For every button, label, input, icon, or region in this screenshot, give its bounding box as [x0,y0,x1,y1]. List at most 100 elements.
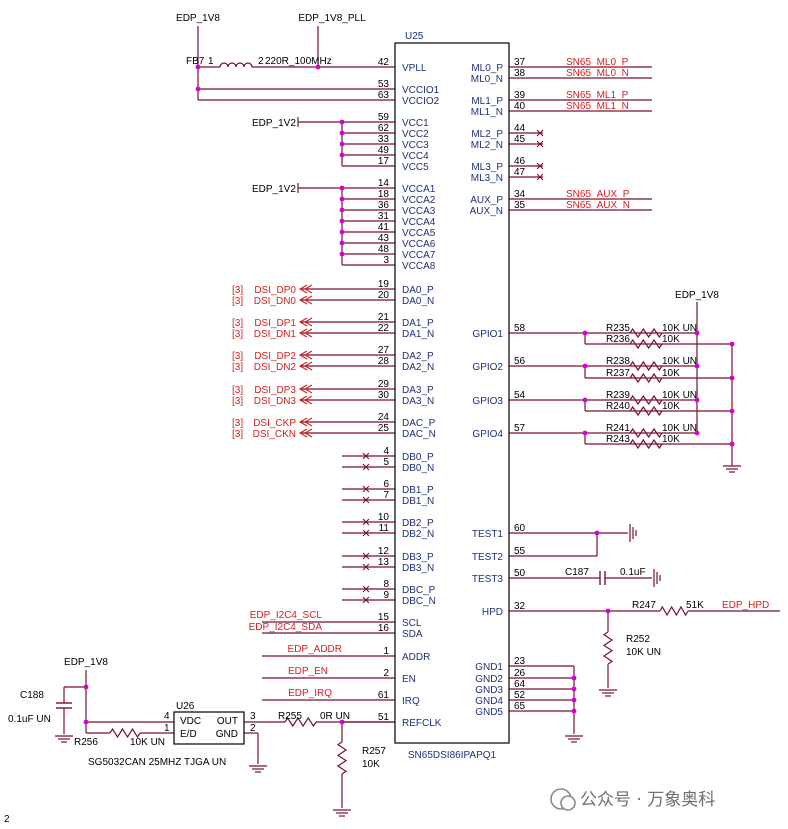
pin-number: 38 [514,68,526,79]
net-label-irq: EDP_IRQ [288,688,332,699]
junction-dot [571,708,577,714]
u26-part-number: SG5032CAN 25MHZ TJGA UN [88,757,226,768]
u26-pin-number: 2 [250,723,256,734]
net-label-addr: EDP_ADDR [288,644,342,655]
pin-name: DA1_P [402,318,434,329]
fb7-value: 220R_100MHz [265,56,332,67]
pin-number: 5 [383,457,389,468]
pin-number: 7 [383,490,389,501]
pin-name: DB1_P [402,485,434,496]
pin-number: 26 [514,668,526,679]
net-label-aux: SN65_AUX_P [566,189,630,200]
net-label-en: EDP_EN [288,666,328,677]
pin-name: DBC_N [402,596,436,607]
pin-number: 20 [378,290,390,301]
pin-name: DA2_N [402,362,434,373]
pin-name: ML1_N [471,107,503,118]
resistor-r252 [602,631,614,665]
pin-number: 18 [378,189,390,200]
pin-name: DAC_P [402,418,436,429]
fb7-pin2: 2 [258,56,264,67]
pin-name: DB0_P [402,452,434,463]
pin-name: DB3_P [402,552,434,563]
pin-number: 44 [514,123,526,134]
junction-dot [694,330,700,336]
u26-pin-ed: E/D [180,729,197,740]
resistor-r255 [284,716,317,728]
resistor-value: 10K [662,334,680,345]
net-label-dsi: DSI_DP1 [254,318,296,329]
resistor-pulldown [629,405,663,417]
no-connect-mark [362,452,370,460]
pin-name: GND3 [475,685,503,696]
r256-ref: R256 [74,737,98,748]
wires [55,26,780,817]
pin-number: 62 [378,123,390,134]
offpage-connector [298,317,313,327]
net-sheet-ref: [3] [232,396,243,407]
net-label-edp-1v2: EDP_1V2 [252,118,296,129]
junction-dot [83,684,89,690]
pin-number: 56 [514,356,526,367]
net-label-dsi: DSI_DP3 [254,385,296,396]
no-connect-mark [536,129,544,137]
net-label-edp-1v8: EDP_1V8 [64,657,108,668]
resistor-value: 10K [662,434,680,445]
pin-name: ML0_P [471,63,503,74]
pin-name: ML0_N [471,74,503,85]
r255-ref: R255 [278,711,302,722]
watermark-text: 公众号 · 万象奥科 [580,790,715,810]
c188-value: 0.1uF UN [8,714,51,725]
r252-value: 10K UN [626,647,661,658]
r252-ref: R252 [626,634,650,645]
junction-dot [729,375,735,381]
parts [109,42,689,811]
net-label-dsi: DSI_DN2 [254,362,297,373]
junction-dot [594,530,600,536]
pin-name: DB2_N [402,529,434,540]
net-label-ml: SN65_ML0_P [566,57,629,68]
u26-pin-vdc: VDC [180,716,201,727]
no-connect-mark [536,173,544,181]
junctions [83,64,735,725]
net-sheet-ref: [3] [232,329,243,340]
pin-name: VCCA3 [402,206,436,217]
resistor-pullup [629,327,663,339]
pin-number: 34 [514,189,526,200]
pin-name: AUX_N [470,206,503,217]
pin-number: 52 [514,690,526,701]
pin-name: DA3_P [402,385,434,396]
pin-number: 30 [378,390,390,401]
wechat-icon [560,795,576,811]
pin-name: ML1_P [471,96,503,107]
no-connect-mark [362,518,370,526]
pin-name: GPIO1 [472,329,503,340]
pin-name: GND2 [475,674,503,685]
offpage-connector [298,384,313,394]
pin-name: DA3_N [402,396,434,407]
pin-number: 61 [378,690,390,701]
pin-number: 22 [378,323,390,334]
junction-dot [339,196,345,202]
junction-dot [339,229,345,235]
ferrite-bead [219,62,253,68]
no-connect-mark [362,563,370,571]
r255-value: 0R UN [320,711,350,722]
resistor-r257 [336,741,348,775]
net-label-ml: SN65_ML1_P [566,90,629,101]
pin-number: 59 [378,112,390,123]
resistor-pulldown [629,438,663,450]
pin-name: GND4 [475,696,503,707]
pin-number: 3 [383,255,389,266]
net-sheet-ref: [3] [232,362,243,373]
resistor-ref: R239 [606,390,630,401]
net-sheet-ref: [3] [232,351,243,362]
pin-number: 63 [378,90,390,101]
junction-dot [339,119,345,125]
pin-name: TEST3 [472,574,504,585]
page-number: 2 [4,814,10,825]
junction-dot [571,686,577,692]
junction-dot [729,341,735,347]
junction-dot [339,719,345,725]
net-label-edp-1v2: EDP_1V2 [252,184,296,195]
